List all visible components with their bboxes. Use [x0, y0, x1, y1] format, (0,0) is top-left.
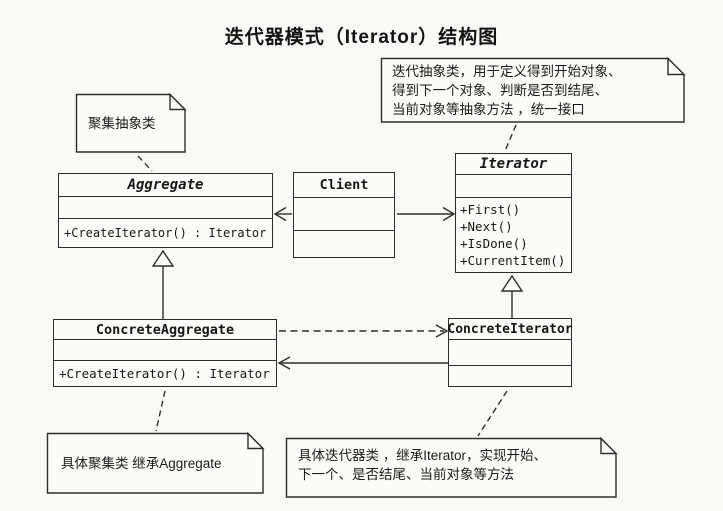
class-aggregate-name: Aggregate	[59, 174, 272, 197]
class-concrete-iterator-name: ConcreteIterator	[447, 319, 573, 340]
class-client: Client	[293, 172, 395, 258]
note-iterator-abstract: 迭代抽象类，用于定义得到开始对象、 得到下一个对象、判断是否到结尾、 当前对象等…	[392, 62, 684, 119]
method-createiterator: +CreateIterator() : Iterator	[64, 226, 267, 240]
note-shape-concrete-aggregate	[46, 431, 265, 494]
method-createiterator: +CreateIterator() : Iterator	[59, 366, 270, 381]
note-line: 得到下一个对象、判断是否到结尾、	[392, 83, 608, 98]
note-shape-concrete-iterator	[285, 436, 618, 498]
method-next: +Next()	[460, 219, 513, 234]
client-to-aggregate-arrow	[273, 206, 292, 222]
class-aggregate: Aggregate +CreateIterator() : Iterator	[58, 173, 273, 248]
class-iterator-methods: +First() +Next() +IsDone() +CurrentItem(…	[456, 198, 571, 272]
note-line: 具体聚集类 继承Aggregate	[61, 455, 222, 471]
class-concrete-iterator: ConcreteIterator	[447, 318, 573, 387]
class-concrete-aggregate-methods: +CreateIterator() : Iterator	[54, 361, 276, 386]
method-first: +First()	[460, 202, 521, 217]
class-aggregate-methods: +CreateIterator() : Iterator	[59, 219, 272, 247]
class-concrete-aggregate-attributes	[54, 340, 276, 361]
class-iterator-name: Iterator	[456, 154, 571, 175]
class-concrete-iterator-methods	[449, 366, 571, 386]
class-iterator: Iterator +First() +Next() +IsDone() +Cur…	[455, 153, 572, 273]
diagram-title: 迭代器模式（Iterator）结构图	[224, 27, 499, 48]
note-line: 迭代抽象类，用于定义得到开始对象、	[392, 64, 622, 79]
note-line: 聚集抽象类	[88, 115, 156, 131]
note-line: 具体迭代器类 ，继承Iterator，实现开始、	[298, 448, 548, 463]
concreteiterator-generalization-arrow	[500, 274, 524, 318]
class-concrete-aggregate-name: ConcreteAggregate	[54, 320, 276, 340]
method-isdone: +IsDone()	[460, 236, 528, 251]
note-connector-concrete-iterator	[477, 390, 508, 437]
class-concrete-aggregate: ConcreteAggregate +CreateIterator() : It…	[53, 319, 277, 387]
note-aggregate-abstract: 聚集抽象类	[88, 94, 188, 152]
class-client-methods	[294, 231, 394, 257]
note-concrete-iterator: 具体迭代器类 ，继承Iterator，实现开始、 下一个、是否结尾、当前对象等方…	[298, 446, 616, 484]
note-connector-iterator-abstract	[504, 124, 517, 152]
class-aggregate-attributes	[59, 197, 272, 219]
note-line: 下一个、是否结尾、当前对象等方法	[298, 467, 514, 482]
class-iterator-attributes	[456, 175, 571, 198]
note-line: 当前对象等抽象方法 ，统一接口	[392, 102, 585, 117]
note-connector-aggregate-abstract	[137, 155, 153, 172]
note-shape-iterator-abstract	[380, 56, 686, 123]
concreteaggregate-generalization-arrow	[151, 249, 175, 319]
method-currentitem: +CurrentItem()	[460, 253, 566, 268]
client-to-iterator-arrow	[397, 206, 456, 222]
concreteaggregate-dependency-arrow	[279, 324, 449, 338]
note-concrete-aggregate: 具体聚集类 继承Aggregate	[61, 433, 261, 493]
note-connector-concrete-aggregate	[155, 390, 166, 432]
note-shape-aggregate-abstract	[75, 92, 187, 153]
class-concrete-iterator-attributes	[449, 340, 571, 366]
class-client-attributes	[294, 198, 394, 231]
concreteiterator-to-concreteaggregate-arrow	[277, 356, 448, 370]
class-client-name: Client	[294, 173, 394, 198]
